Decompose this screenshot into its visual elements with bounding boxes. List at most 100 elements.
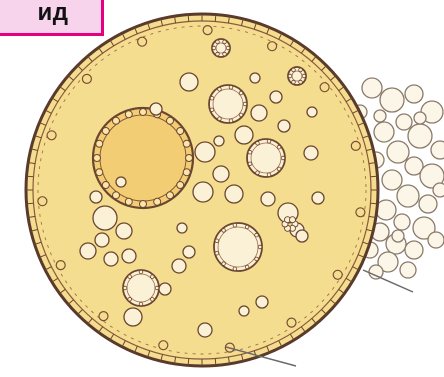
vesicle-bead bbox=[243, 102, 247, 106]
wall-hatch bbox=[215, 15, 216, 22]
vacuole-bead bbox=[96, 140, 103, 147]
small-vesicle bbox=[214, 136, 224, 146]
vesicle-bead bbox=[212, 46, 216, 50]
vesicle-bead bbox=[215, 251, 219, 255]
vesicle-bead bbox=[223, 52, 227, 56]
tissue-cell bbox=[380, 88, 404, 112]
small-vesicle bbox=[256, 296, 268, 308]
tissue-cell bbox=[400, 262, 416, 278]
vesicle bbox=[247, 139, 285, 177]
vesicle-bead bbox=[218, 117, 222, 121]
tissue-cell bbox=[396, 114, 412, 130]
tissue-cell bbox=[394, 214, 410, 230]
small-vesicle bbox=[122, 249, 136, 263]
vesicle-bead bbox=[128, 275, 132, 279]
small-vesicle bbox=[116, 223, 132, 239]
vesicle-bead bbox=[233, 267, 237, 271]
membrane-pit bbox=[356, 208, 365, 217]
vesicle-bead bbox=[288, 74, 292, 78]
membrane-pit bbox=[287, 318, 296, 327]
vacuole-bead bbox=[113, 192, 120, 199]
wall-hatch bbox=[188, 15, 189, 22]
vesicle-bead bbox=[256, 171, 260, 175]
vesicle-bead bbox=[233, 223, 237, 227]
small-vesicle bbox=[235, 126, 253, 144]
vacuole-bead bbox=[183, 169, 190, 176]
small-vesicle bbox=[150, 103, 162, 115]
vacuole-bead bbox=[154, 198, 161, 205]
tissue-cell bbox=[433, 183, 444, 197]
vesicle-bead bbox=[248, 150, 252, 154]
vesicle-bead bbox=[151, 298, 155, 302]
vacuole-bead bbox=[167, 117, 174, 124]
cluster-vesicle bbox=[290, 217, 296, 223]
vesicle-bead bbox=[245, 225, 249, 229]
vesicle-bead bbox=[128, 298, 132, 302]
vesicle-bead bbox=[299, 80, 303, 84]
vacuole-bead bbox=[177, 182, 184, 189]
vesicle-bead bbox=[292, 68, 296, 72]
vesicle-bead bbox=[226, 46, 230, 50]
vacuole-bead bbox=[140, 201, 147, 208]
small-vesicle bbox=[183, 246, 195, 258]
vacuole-bead bbox=[183, 140, 190, 147]
vacuole-bead bbox=[186, 155, 193, 162]
small-vesicle bbox=[312, 192, 324, 204]
membrane-pit bbox=[320, 83, 329, 92]
wall-hatch bbox=[371, 203, 378, 204]
vacuole-bead bbox=[125, 111, 132, 118]
small-vesicle bbox=[80, 243, 96, 259]
vesicle bbox=[209, 85, 247, 123]
vacuole-bead bbox=[94, 155, 101, 162]
vesicle-bead bbox=[267, 140, 271, 144]
tissue-cell bbox=[408, 124, 432, 148]
tissue-cell bbox=[382, 170, 402, 190]
tissue-cell bbox=[387, 141, 409, 163]
tissue-cell bbox=[362, 78, 382, 98]
vacuole-bead bbox=[125, 198, 132, 205]
small-vesicle bbox=[90, 191, 102, 203]
membrane-pit bbox=[138, 37, 147, 46]
small-vesicle bbox=[307, 107, 317, 117]
membrane-pit bbox=[159, 341, 168, 350]
vesicle bbox=[214, 223, 262, 271]
vesicle-bead bbox=[258, 245, 262, 249]
vesicle-bead bbox=[302, 74, 306, 78]
vesicle-bead bbox=[123, 286, 127, 290]
wall-hatch bbox=[371, 176, 378, 177]
vesicle-bead bbox=[255, 257, 259, 261]
membrane-pit bbox=[56, 261, 65, 270]
vesicle-bead bbox=[229, 86, 233, 90]
membrane-pit bbox=[333, 270, 342, 279]
vesicle-bead bbox=[248, 162, 252, 166]
wall-hatch bbox=[27, 203, 34, 204]
membrane-pit bbox=[38, 197, 47, 206]
small-vesicle bbox=[116, 177, 126, 187]
membrane-pit bbox=[99, 312, 108, 321]
vesicle-bead bbox=[239, 113, 243, 117]
small-vesicle bbox=[239, 306, 249, 316]
vesicle-bead bbox=[215, 239, 219, 243]
vesicle-bead bbox=[255, 233, 259, 237]
vesicle-bead bbox=[299, 68, 303, 72]
small-vesicle bbox=[270, 91, 282, 103]
tissue-cell bbox=[374, 122, 394, 142]
vesicle-bead bbox=[223, 40, 227, 44]
vesicle-bead bbox=[292, 80, 296, 84]
vacuole-bead bbox=[102, 182, 109, 189]
vacuole-bead bbox=[167, 192, 174, 199]
small-vesicle bbox=[225, 185, 243, 203]
vacuole-bead bbox=[113, 117, 120, 124]
wall-hatch bbox=[188, 359, 189, 366]
tissue-cell bbox=[369, 265, 383, 279]
vesicle-bead bbox=[222, 262, 226, 266]
vesicle-bead bbox=[229, 119, 233, 123]
tissue-cell bbox=[392, 230, 404, 242]
vesicle-bead bbox=[216, 52, 220, 56]
membrane-pit bbox=[82, 74, 91, 83]
wall-hatch bbox=[215, 359, 216, 366]
small-vesicle bbox=[251, 105, 267, 121]
vesicle-bead bbox=[210, 96, 214, 100]
